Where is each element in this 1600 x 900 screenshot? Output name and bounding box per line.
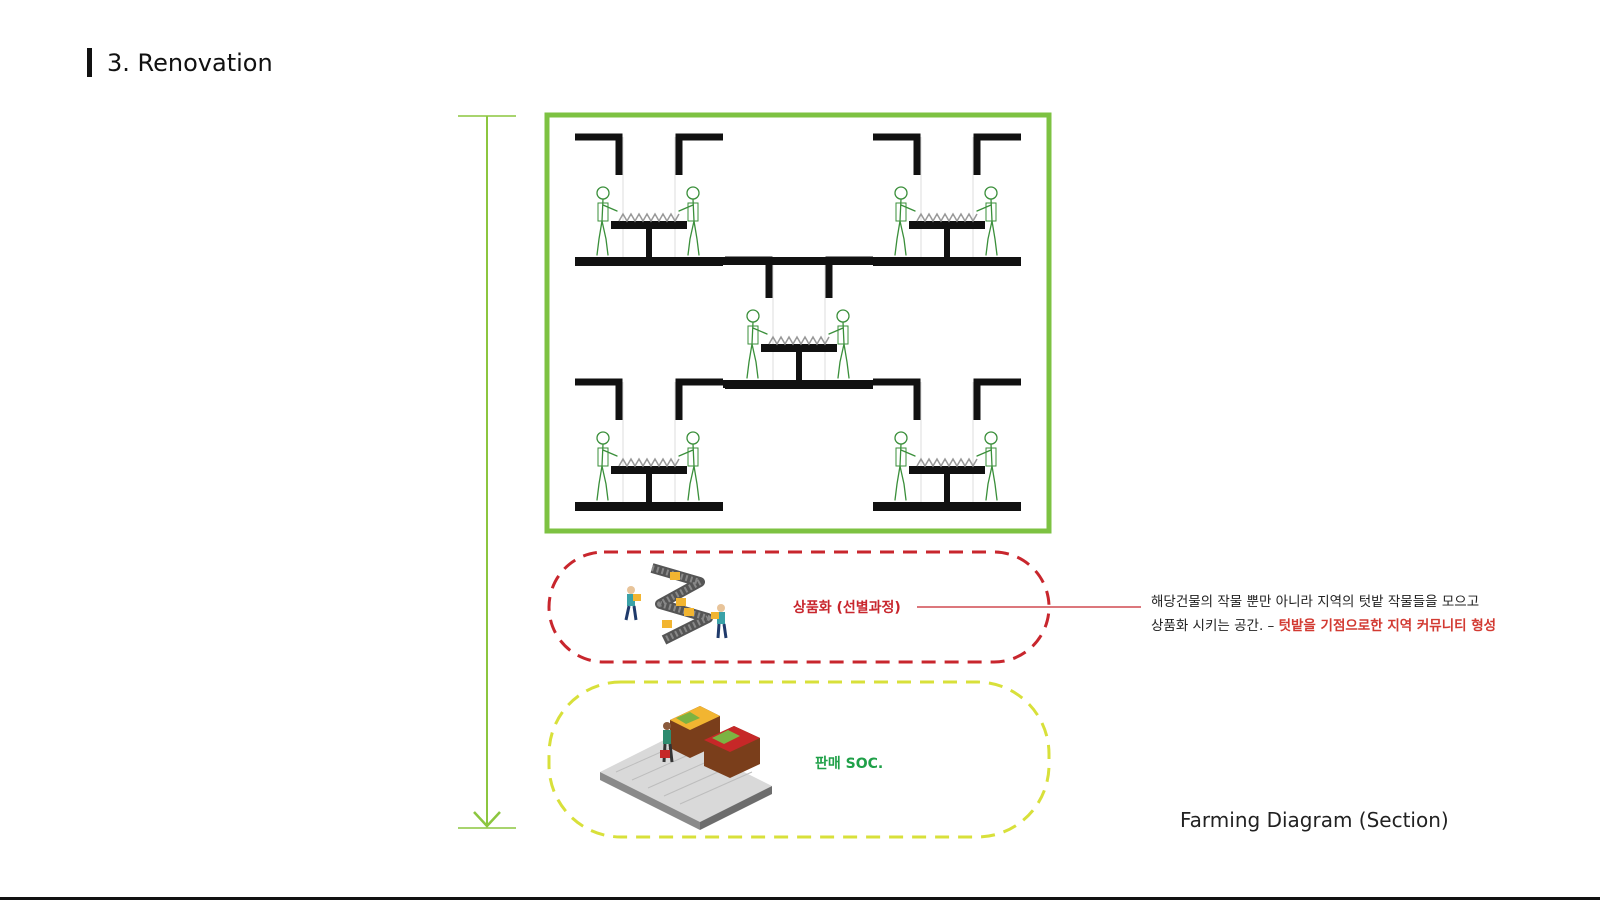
- conveyor-sorting-icon: [624, 563, 728, 645]
- connector-slab-middle: [723, 380, 873, 388]
- farm-unit-bottom-right: [873, 382, 1021, 511]
- connector-slab-top: [723, 257, 873, 265]
- title-accent-bar: [87, 48, 92, 77]
- bottom-rule: [0, 897, 1600, 900]
- process-zone-outline: [547, 550, 1051, 664]
- process-label: 상품화 (선별과정): [793, 600, 901, 616]
- description-line-2: 상품화 시키는 공간. – 텃밭을 기점으로한 지역 커뮤니티 형성: [1151, 614, 1496, 638]
- market-label: 판매 SOC.: [815, 756, 884, 772]
- farm-unit-middle: [725, 260, 873, 389]
- vertical-flow-arrow: [458, 115, 516, 829]
- farm-unit-top-left: [575, 137, 723, 266]
- farm-unit-bottom-left: [575, 382, 723, 511]
- description-line-2-prefix: 상품화 시키는 공간. –: [1151, 618, 1279, 634]
- building-section-frame: [544, 112, 1052, 534]
- description-text: 해당건물의 작물 뿐만 아니라 지역의 텃밭 작물들을 모으고 상품화 시키는 …: [1151, 590, 1496, 638]
- farm-unit-top-right: [873, 137, 1021, 266]
- page-title: 3. Renovation: [107, 49, 273, 77]
- description-line-1: 해당건물의 작물 뿐만 아니라 지역의 텃밭 작물들을 모으고: [1151, 594, 1480, 610]
- diagram-caption: Farming Diagram (Section): [1180, 808, 1449, 832]
- market-stall-icon: [600, 706, 772, 830]
- market-zone-outline: [547, 680, 1051, 839]
- description-highlight: 텃밭을 기점으로한 지역 커뮤니티 형성: [1278, 618, 1497, 634]
